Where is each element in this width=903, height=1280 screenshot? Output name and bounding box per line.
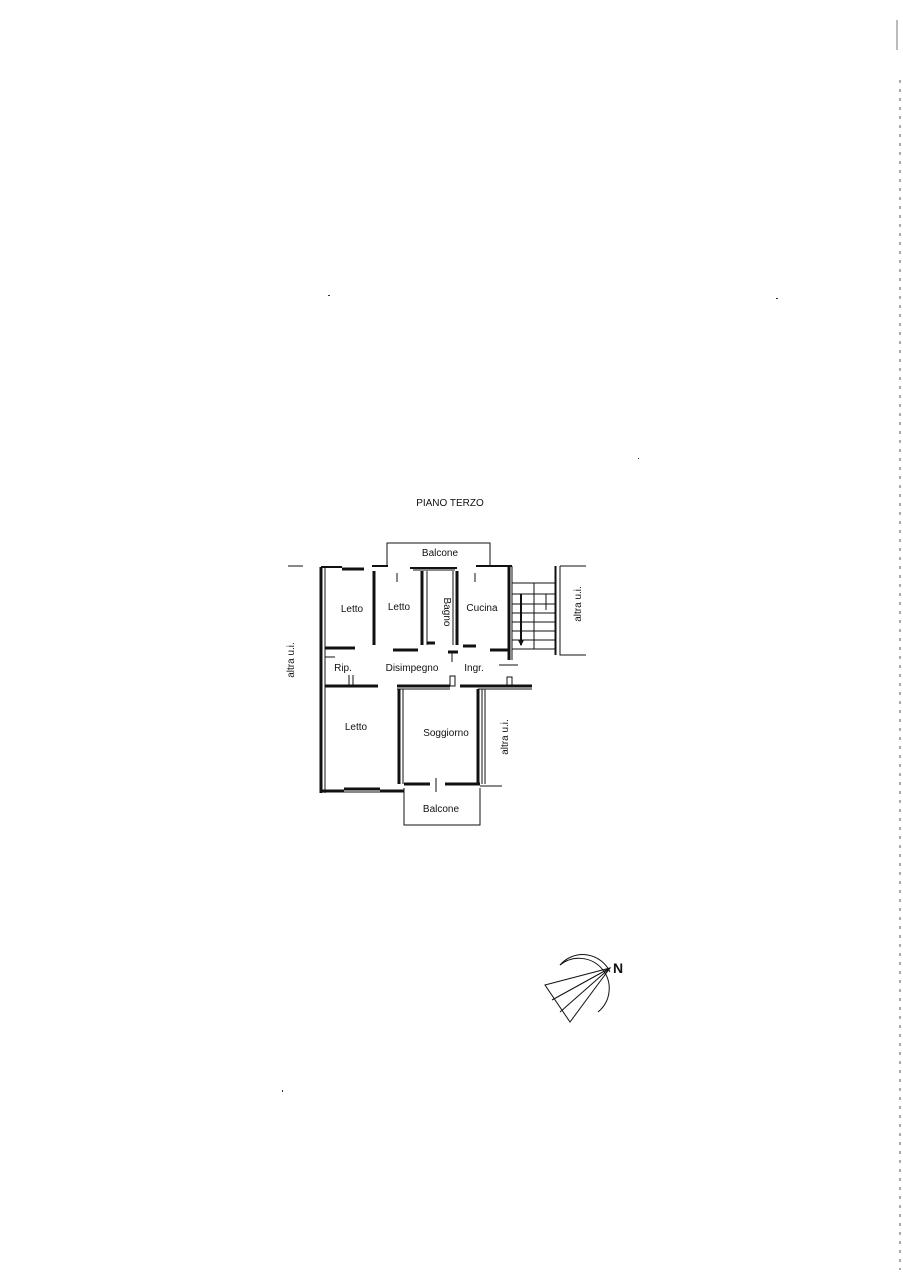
storage-walls <box>325 656 354 686</box>
scan-edge-marks <box>896 20 901 1270</box>
balcony-bottom-outline <box>403 778 481 826</box>
interior-walls-lower <box>397 689 486 784</box>
room-label-hallway: Disimpegno <box>386 663 439 674</box>
room-label-bedroom-3: Letto <box>345 722 368 733</box>
room-label-kitchen: Cucina <box>466 603 498 614</box>
room-label-bedroom-1: Letto <box>341 604 364 615</box>
scan-specks <box>282 295 778 1092</box>
exterior-walls <box>288 565 512 793</box>
neighbor-label-right-top: altra u.i. <box>573 586 584 622</box>
room-label-entrance: Ingr. <box>464 663 483 674</box>
room-label-balcony-bottom: Balcone <box>423 804 460 815</box>
balcony-top-outline <box>386 542 491 566</box>
room-label-bedroom-2: Letto <box>388 602 411 613</box>
plan-title: PIANO TERZO <box>416 498 484 509</box>
interior-walls-upper <box>325 566 518 666</box>
room-label-bathroom: Bagno <box>441 598 452 627</box>
room-label-balcony-top: Balcone <box>422 548 459 559</box>
north-label: N <box>613 960 623 976</box>
neighbor-label-right-middle: altra u.i. <box>500 719 511 755</box>
interior-walls-middle <box>325 675 532 690</box>
neighbor-label-left: altra u.i. <box>286 642 297 678</box>
room-label-living-room: Soggiorno <box>423 728 469 739</box>
north-compass-icon <box>544 954 612 1023</box>
room-label-storage: Rip. <box>334 663 352 674</box>
stairwell <box>511 565 586 660</box>
